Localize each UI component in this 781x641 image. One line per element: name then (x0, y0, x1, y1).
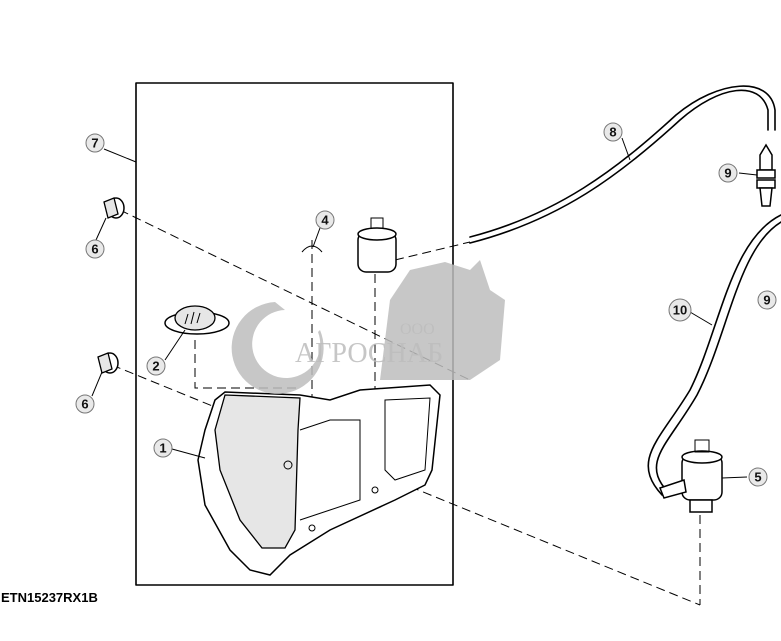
callout-10: 10 (668, 298, 692, 322)
svg-text:10: 10 (673, 303, 687, 318)
svg-text:9: 9 (763, 293, 770, 308)
tank-cap (164, 305, 230, 335)
svg-text:5: 5 (754, 470, 761, 485)
washer-pump (659, 439, 723, 513)
seal (301, 245, 323, 253)
svg-text:8: 8 (609, 125, 616, 140)
callout-6: 6 (75, 394, 95, 414)
watermark-logo: ООО АГРОСНАБ (231, 260, 505, 394)
callout-4: 4 (315, 210, 335, 230)
callout-6: 6 (85, 239, 105, 259)
svg-text:9: 9 (724, 166, 731, 181)
grommet (97, 352, 119, 374)
hose-8-outline (469, 85, 776, 238)
hose-10 (647, 214, 781, 496)
svg-text:1: 1 (159, 441, 166, 456)
watermark-name: АГРОСНАБ (295, 338, 443, 369)
leader-lines (91, 137, 758, 479)
callout-9: 9 (718, 163, 738, 183)
svg-text:6: 6 (81, 397, 88, 412)
svg-text:4: 4 (321, 213, 329, 228)
watermark-prefix: ООО (400, 321, 435, 338)
svg-text:7: 7 (91, 136, 98, 151)
svg-text:2: 2 (152, 359, 159, 374)
assembly-line (394, 241, 471, 261)
grommet (103, 197, 125, 219)
svg-text:6: 6 (91, 242, 98, 257)
hose-10-outline (655, 221, 781, 493)
hose-8 (469, 89, 769, 244)
pump-in-tank (357, 217, 397, 273)
figure-id: ETN15237RX1B (1, 590, 98, 605)
callout-7: 7 (85, 133, 105, 153)
hose-connector (756, 143, 776, 207)
callout-2: 2 (146, 356, 166, 376)
assembly-line (111, 364, 701, 606)
callout-1: 1 (153, 438, 173, 458)
callout-9: 9 (757, 290, 777, 310)
callout-8: 8 (603, 122, 623, 142)
callout-5: 5 (748, 467, 768, 487)
washer-tank (197, 384, 441, 576)
